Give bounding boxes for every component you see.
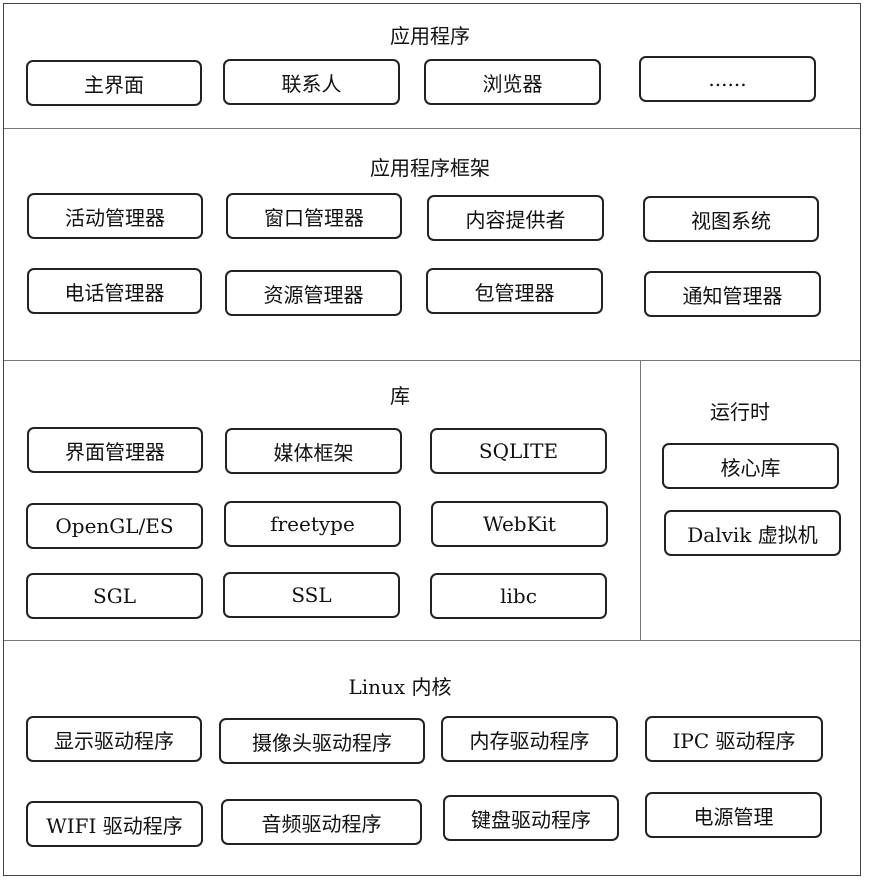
- kernel-box-camera-driver: 摄像头驱动程序: [219, 718, 425, 764]
- app-box-contacts: 联系人: [223, 59, 400, 105]
- app-box-browser: 浏览器: [424, 59, 601, 105]
- divider-apps-framework: [4, 128, 860, 129]
- framework-box-telephony-manager: 电话管理器: [27, 268, 202, 314]
- app-box-home: 主界面: [26, 60, 202, 106]
- library-box-opengl-es: OpenGL/ES: [26, 503, 203, 549]
- architecture-frame: [3, 3, 861, 876]
- kernel-box-memory-driver: 内存驱动程序: [441, 716, 618, 762]
- kernel-box-wifi-driver: WIFI 驱动程序: [26, 801, 203, 847]
- runtime-box-dalvik-vm: Dalvik 虚拟机: [664, 510, 841, 556]
- framework-title: 应用程序框架: [370, 156, 490, 180]
- library-box-surface-manager: 界面管理器: [27, 427, 203, 473]
- kernel-box-audio-driver: 音频驱动程序: [221, 799, 422, 845]
- kernel-box-ipc-driver: IPC 驱动程序: [645, 716, 823, 762]
- library-box-ssl: SSL: [223, 572, 400, 618]
- framework-box-activity-manager: 活动管理器: [27, 193, 203, 239]
- kernel-box-display-driver: 显示驱动程序: [26, 716, 202, 762]
- divider-framework-libraries: [4, 360, 860, 361]
- library-box-freetype: freetype: [224, 501, 401, 547]
- divider-libraries-kernel: [4, 640, 860, 641]
- runtime-title: 运行时: [710, 400, 770, 424]
- library-box-media-framework: 媒体框架: [225, 428, 402, 474]
- app-box-more: ......: [639, 56, 816, 102]
- kernel-box-keyboard-driver: 键盘驱动程序: [443, 795, 619, 841]
- library-box-webkit: WebKit: [431, 501, 608, 547]
- libraries-title: 库: [390, 384, 410, 408]
- framework-box-resource-manager: 资源管理器: [225, 270, 402, 316]
- divider-libraries-runtime: [640, 360, 641, 640]
- kernel-title: Linux 内核: [348, 675, 452, 699]
- framework-box-content-providers: 内容提供者: [427, 195, 604, 241]
- framework-box-window-manager: 窗口管理器: [226, 193, 402, 239]
- applications-title: 应用程序: [390, 24, 470, 48]
- runtime-box-core-libraries: 核心库: [662, 443, 839, 489]
- library-box-libc: libc: [430, 573, 607, 619]
- framework-box-view-system: 视图系统: [643, 196, 819, 242]
- library-box-sgl: SGL: [26, 573, 203, 619]
- kernel-box-power-management: 电源管理: [645, 792, 822, 838]
- library-box-sqlite: SQLITE: [430, 428, 607, 474]
- framework-box-package-manager: 包管理器: [426, 268, 603, 314]
- framework-box-notification-manager: 通知管理器: [644, 271, 821, 317]
